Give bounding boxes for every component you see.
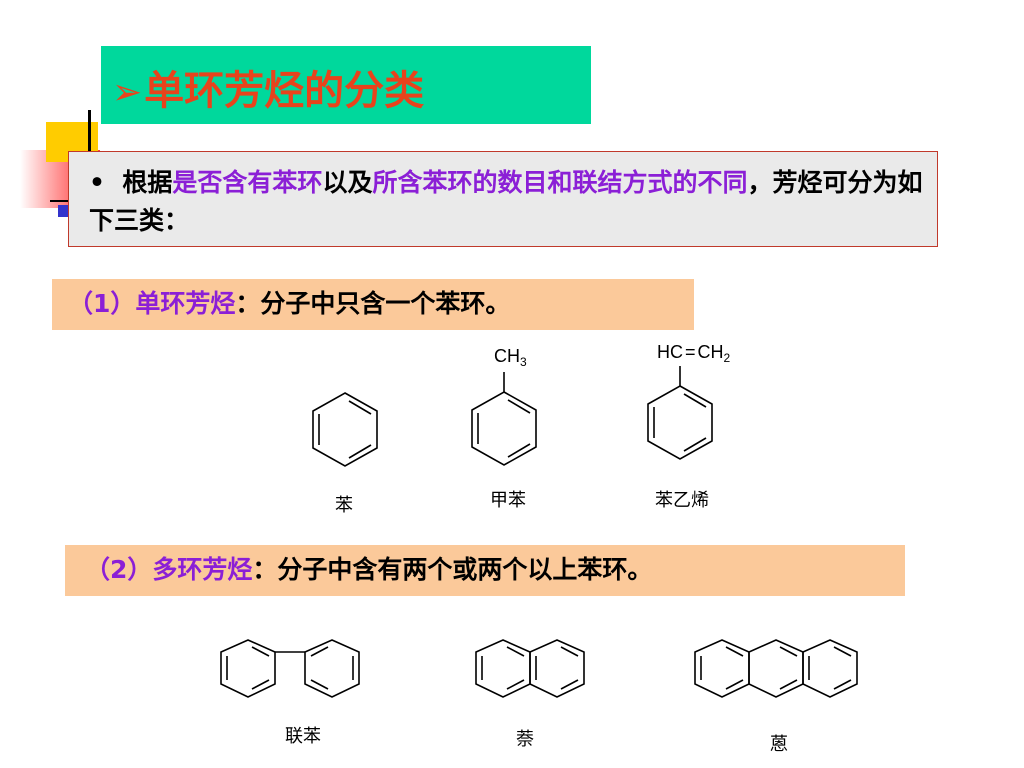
intro-note: • 根据是否含有苯环以及所含苯环的数目和联结方式的不同，芳烃可分为如下三类： <box>68 151 938 247</box>
note-text-1: 根据 <box>122 168 173 197</box>
title-label: 单环芳烃的分类 <box>144 68 425 114</box>
title-banner <box>101 46 591 124</box>
vinyl-group-label: HC=CH2 <box>657 342 731 365</box>
anthracene-structure <box>694 639 858 698</box>
biphenyl-label: 联苯 <box>285 726 321 747</box>
toluene-label: 甲苯 <box>490 490 526 511</box>
category-description: ：分子中只含一个苯环。 <box>235 289 511 318</box>
arrow-bullet-icon: ➢ <box>112 72 143 113</box>
styrene-label: 苯乙烯 <box>655 490 709 511</box>
styrene-structure <box>647 366 713 460</box>
note-text-3: ，芳烃可分为如下三类： <box>89 168 923 235</box>
anthracene-label: 蒽 <box>770 734 788 755</box>
biphenyl-structure <box>220 639 360 698</box>
bullet-icon: • <box>89 168 105 197</box>
decor-blue-block <box>58 205 68 217</box>
note-highlight-2: 所含苯环的数目和联结方式的不同 <box>372 168 748 197</box>
note-highlight-1: 是否含有苯环 <box>172 168 323 197</box>
category-number: （1） <box>68 289 136 318</box>
slide-title: ➢单环芳烃的分类 <box>112 58 424 116</box>
category-name: 多环芳烃 <box>152 555 253 584</box>
toluene-structure <box>471 372 537 466</box>
naphthalene-label: 萘 <box>516 729 534 750</box>
category-name: 单环芳烃 <box>135 289 236 318</box>
category-description: ：分子中含有两个或两个以上苯环。 <box>252 555 653 584</box>
category-monocyclic: （1）单环芳烃：分子中只含一个苯环。 <box>52 279 694 330</box>
note-text-2: 以及 <box>322 168 373 197</box>
benzene-structure <box>312 392 378 467</box>
category-number: （2） <box>85 555 153 584</box>
benzene-label: 苯 <box>335 495 353 516</box>
category-polycyclic: （2）多环芳烃：分子中含有两个或两个以上苯环。 <box>65 545 905 596</box>
methyl-group-label: CH3 <box>494 346 527 369</box>
naphthalene-structure <box>475 639 585 698</box>
